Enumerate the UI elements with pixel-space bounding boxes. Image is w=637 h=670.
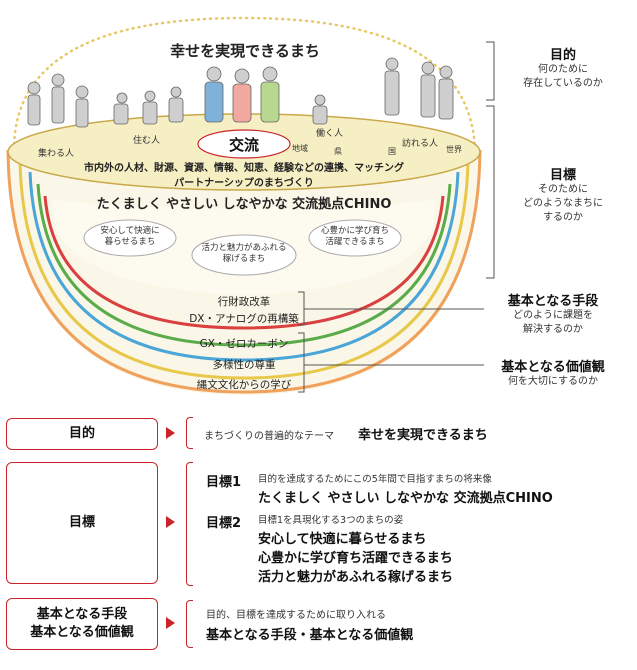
circle-goal-2 <box>191 234 297 276</box>
exchange-label: 交流 <box>228 136 259 154</box>
scope-label-4: 世界 <box>446 145 462 154</box>
band-orange <box>6 149 482 394</box>
exchange-oval <box>197 129 291 159</box>
band-blue <box>28 171 460 362</box>
row-purpose-value: 幸せを実現できるまち <box>358 428 488 443</box>
goal1-tag: 目標1 <box>206 475 242 490</box>
row-means-label-2: 基本となる価値観 <box>30 625 134 640</box>
partnership-line: パートナーシップのまちづくり <box>174 178 314 189</box>
bowl-diagram <box>6 16 495 395</box>
circle-goal-1 <box>83 219 177 257</box>
band-label-diversity: 多様性の尊重 <box>212 359 276 371</box>
side-values-sub: 何を大切にするのか <box>507 376 599 387</box>
scope-label-2: 県 <box>334 147 342 156</box>
people-illustration <box>27 57 454 128</box>
goal2-desc: 目標1を具現化する3つのまちの姿 <box>258 515 404 526</box>
side-goal: 目標 そのために どのようなまちに するのか <box>498 164 628 225</box>
row-means-label-1: 基本となる手段 <box>36 607 128 622</box>
row-means-value: 基本となる手段・基本となる価値観 <box>206 628 414 643</box>
goal2-value-3: 活力と魅力があふれる稼げるまち <box>258 570 454 585</box>
side-means: 基本となる手段 どのように課題を 解決するのか <box>478 290 628 337</box>
scope-label-3: 国 <box>388 147 396 156</box>
band-label-dx: DX・アナログの再構築 <box>189 313 299 325</box>
circle-label-1: 安心して快適に 暮らせるまち <box>100 226 160 247</box>
side-values-heading: 基本となる価値観 <box>501 360 605 375</box>
goal2-value-2: 心豊かに学び育ち活躍できるまち <box>258 551 453 566</box>
arrow-icon <box>166 617 175 629</box>
row-bracket <box>186 600 193 648</box>
people-label-3: 働く人 <box>316 129 344 139</box>
side-purpose-sub: 何のために 存在しているのか <box>523 64 603 89</box>
people-label-4: 訪れる人 <box>402 139 439 149</box>
cooperation-line: 市内外の人材、財源、資源、情報、知恵、経験などの連携、マッチング <box>84 163 404 174</box>
band-yellow <box>18 159 470 380</box>
side-values: 基本となる価値観 何を大切にするのか <box>478 356 628 389</box>
side-goal-heading: 目標 <box>549 168 576 183</box>
arrow-icon <box>166 427 175 439</box>
row-bracket <box>186 462 193 586</box>
row-goal-label: 目標 <box>6 462 158 584</box>
people-label-1: 集わる人 <box>38 149 75 159</box>
band-label-gx: GX・ゼロカーボン <box>199 338 289 350</box>
band-label-admin: 行財政改革 <box>217 296 271 308</box>
row-purpose-desc: まちづくりの普遍的なテーマ <box>204 431 334 442</box>
row-purpose-label: 目的 <box>6 418 158 450</box>
goal2-tag: 目標2 <box>206 516 242 531</box>
row-means-desc: 目的、目標を達成するために取り入れる <box>206 610 386 621</box>
side-goal-sub: そのために どのようなまちに するのか <box>523 184 603 223</box>
band-red <box>43 195 445 330</box>
circle-goal-3 <box>308 219 402 257</box>
side-purpose-heading: 目的 <box>549 48 576 63</box>
goal1-desc: 目的を達成するためにこの5年間で目指すまちの将来像 <box>258 474 492 485</box>
goal1-value: たくましく やさしい しなやかな 交流拠点CHINO <box>258 491 553 506</box>
circle-label-3: 心豊かに学び育ち 活躍できるまち <box>320 226 389 247</box>
top-title: 幸せを実現できるまち <box>170 42 320 60</box>
arrow-icon <box>166 516 175 528</box>
band-green <box>36 183 452 347</box>
right-brackets <box>298 41 495 393</box>
side-means-sub: どのように課題を 解決するのか <box>513 310 593 335</box>
side-purpose: 目的 何のために 存在しているのか <box>498 44 628 91</box>
scope-label-1: 地域 <box>292 144 308 153</box>
vision-line: たくましく やさしい しなやかな 交流拠点CHINO <box>96 197 392 212</box>
row-bracket <box>186 417 193 449</box>
goal2-value-1: 安心して快適に暮らせるまち <box>258 532 427 547</box>
band-label-jomon: 縄文文化からの学び <box>196 379 292 391</box>
row-means-label: 基本となる手段 基本となる価値観 <box>6 598 158 650</box>
side-means-heading: 基本となる手段 <box>507 294 599 309</box>
circle-label-2: 活力と魅力があふれる 稼げるまち <box>201 243 287 264</box>
people-label-2: 住む人 <box>133 136 161 146</box>
